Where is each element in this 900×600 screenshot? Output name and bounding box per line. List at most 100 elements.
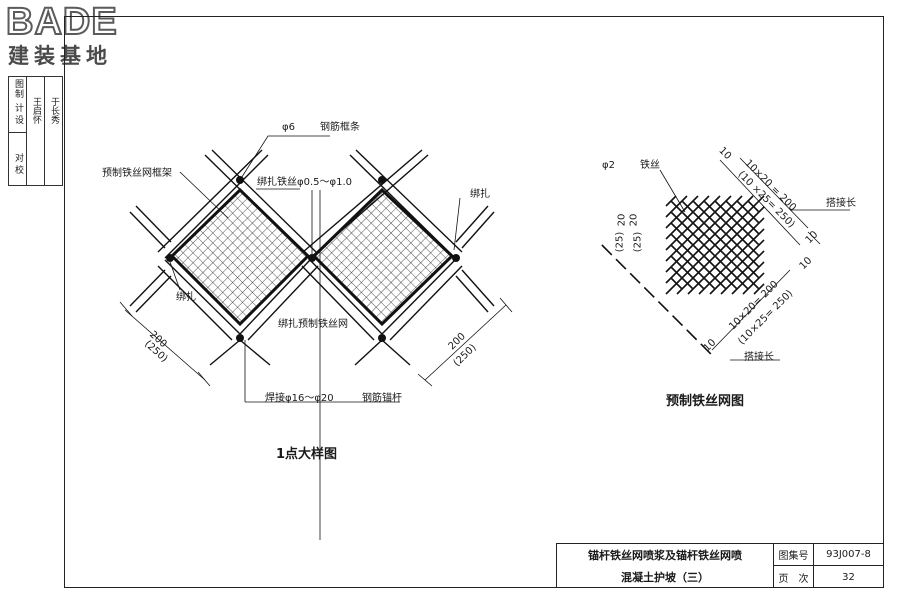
side-20b: 20 [628, 213, 640, 227]
signature-block: 校 对 设 计 制 图 王启怀 于长秀 [8, 76, 63, 186]
wire-dash [665, 206, 677, 218]
drawing-frame [64, 16, 884, 588]
wire-dash [670, 200, 683, 213]
wire-dash [725, 277, 738, 290]
tie-right-label: 绑扎 [470, 189, 490, 200]
wire-dash [747, 211, 760, 224]
title-line1: 锚杆铁丝网喷浆及锚杆铁丝网喷 [588, 549, 742, 562]
wire-dash [670, 266, 683, 279]
anchor-label: 钢筋锚杆 [362, 393, 402, 404]
wire-dash [692, 277, 705, 290]
detail2-leaders [659, 157, 850, 361]
wire-dash [670, 233, 683, 246]
side-20a: 20 [616, 213, 628, 227]
prefab-tie-label: 绑扎预制铁丝网 [278, 319, 348, 330]
side-label-dui: 对 [13, 153, 23, 162]
wire-dash [665, 250, 677, 262]
weld-label: 焊接φ16～φ20 [265, 393, 334, 404]
side-name-2: 于长秀 [49, 97, 59, 124]
wire-dash [736, 211, 749, 224]
wire-dash [725, 266, 738, 279]
wire-dash [698, 250, 710, 262]
prefab-frame-label: 预制铁丝网框架 [102, 168, 172, 179]
wire-dash [670, 222, 683, 235]
wire-dash [709, 261, 721, 273]
wire-dash [720, 250, 732, 262]
wire-dash [720, 261, 732, 273]
wire-dash [736, 200, 749, 213]
detail2-mesh [601, 244, 716, 359]
wire-dash [731, 195, 743, 207]
detail1-caption: 1点大样图 [276, 447, 338, 462]
wire-dash [687, 261, 699, 273]
wire-dash [681, 211, 694, 224]
side-label-ji: 计 [13, 103, 23, 112]
lap-bottom-label: 搭接长 [744, 352, 774, 363]
wire-dash [709, 217, 721, 229]
wire-text-label: 铁丝 [640, 160, 660, 171]
wire-dash [665, 261, 677, 273]
prefab-wire-mesh [665, 195, 765, 295]
tie-left-label: 绑扎 [176, 292, 196, 303]
page-label: 页 次 [773, 566, 813, 588]
wire-dash [714, 200, 727, 213]
wire-dash [670, 255, 683, 268]
side-25a: (25) [614, 231, 626, 253]
wire-dash [725, 200, 738, 213]
wire-dash [714, 244, 727, 257]
wire-dash [753, 261, 765, 273]
title-line2: 混凝土护坡（三） [621, 571, 709, 584]
wire-dash [709, 228, 721, 240]
wire-dash [681, 244, 694, 257]
wire-dash [703, 255, 716, 268]
side-25b: (25) [632, 231, 644, 253]
wire-dash [665, 195, 677, 207]
wire-dash [731, 228, 743, 240]
wire-dash [731, 217, 743, 229]
wire-dash [687, 217, 699, 229]
wire-dash [753, 250, 765, 262]
wire-dash [714, 222, 727, 235]
wire-dash [714, 266, 727, 279]
wire-dash [681, 222, 694, 235]
wire-dash [753, 283, 765, 295]
wire-dash [676, 217, 688, 229]
wire-dash [665, 228, 677, 240]
wire-dash [676, 239, 688, 251]
wire-dash [703, 222, 716, 235]
rebar-phi6-label: φ6 [282, 122, 295, 133]
wire-dash [676, 272, 688, 284]
wire-dash [725, 244, 738, 257]
wire-dash [670, 211, 683, 224]
wire-dash [714, 277, 727, 290]
wire-dash [692, 222, 705, 235]
wire-dash [725, 211, 738, 224]
wire-dash [731, 250, 743, 262]
wire-dash [687, 195, 699, 207]
wire-dash [714, 233, 727, 246]
side-label-she: 设 [13, 115, 23, 124]
wire-dash [720, 195, 732, 207]
wire-dash [731, 261, 743, 273]
wire-dash [731, 206, 743, 218]
wire-dash [747, 233, 760, 246]
wire-dash [703, 211, 716, 224]
wire-dash [687, 250, 699, 262]
wire-dash [714, 211, 727, 224]
detail2-caption: 预制铁丝网图 [666, 394, 745, 409]
wire-dash [698, 228, 710, 240]
wire-dash [720, 272, 732, 284]
wire-dash [753, 272, 765, 284]
wire-dash [703, 266, 716, 279]
wire-dash [714, 255, 727, 268]
wire-dash [720, 239, 732, 251]
wire-dash [676, 228, 688, 240]
wire-dash [698, 283, 710, 295]
wire-dash [687, 272, 699, 284]
wire-dash [681, 266, 694, 279]
wire-dash [681, 277, 694, 290]
side-label-jiao: 校 [13, 165, 23, 174]
wire-dash [742, 283, 754, 295]
wire-dash [698, 261, 710, 273]
